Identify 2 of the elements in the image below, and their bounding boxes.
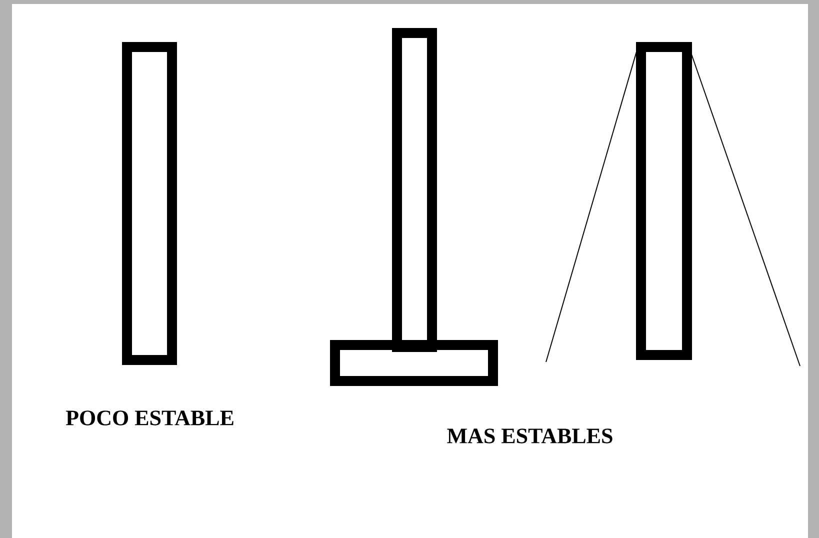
caption-text: MAS ESTABLES <box>447 428 612 444</box>
caption-text: POCO ESTABLE <box>66 410 234 426</box>
